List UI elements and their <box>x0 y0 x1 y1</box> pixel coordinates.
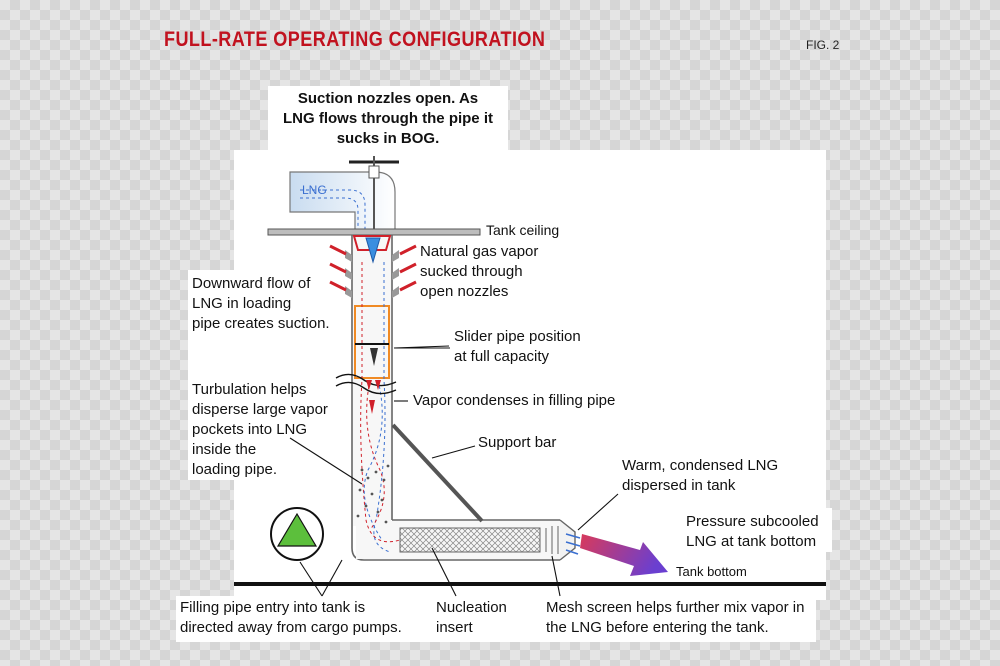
support-bar-label: Support bar <box>478 434 557 451</box>
nozzle-frame <box>352 235 392 251</box>
turbulation-label: Turbulation helps disperse large vapor p… <box>192 381 328 478</box>
tank-ceiling-label: Tank ceiling <box>486 222 560 238</box>
suction-caption-panel <box>268 86 508 152</box>
vapor-label: Natural gas vapor sucked through open no… <box>420 243 539 300</box>
tank-bottom-label: Tank bottom <box>676 564 747 579</box>
label-panel-bottom <box>176 596 816 642</box>
turbulation-dots <box>356 464 390 524</box>
slider-pipe-label: Slider pipe position at full capacity <box>454 328 581 365</box>
leader-lines <box>289 345 619 597</box>
nucleation-insert <box>399 527 541 553</box>
slider-pipe-frame <box>354 305 390 379</box>
label-panel-right <box>826 508 832 552</box>
cone-valve <box>365 237 381 264</box>
mesh-screen <box>545 526 559 554</box>
figure-number: FIG. 2 <box>806 38 840 52</box>
condenses-label: Vapor condenses in filling pipe <box>413 392 616 409</box>
suction-nozzles-left <box>329 244 352 298</box>
pipe-break-lines <box>335 373 397 395</box>
filling-pipe <box>351 235 576 561</box>
suction-caption: Suction nozzles open. As LNG flows throu… <box>283 90 493 147</box>
condensing-arrows <box>366 380 381 414</box>
nucleation-label: Nucleation insert <box>436 599 507 636</box>
page-title: FULL-RATE OPERATING CONFIGURATION <box>164 28 546 51</box>
outflow-streaks <box>565 533 581 555</box>
tank-ceiling <box>267 228 481 236</box>
lng-label: LNG <box>302 183 327 197</box>
green-triangle-icon <box>276 512 318 547</box>
mesh-screen-label: Mesh screen helps further mix vapor in t… <box>546 599 805 636</box>
downward-flow-label: Downward flow of LNG in loading pipe cre… <box>192 275 330 332</box>
label-panel-left <box>188 270 348 480</box>
pressure-label: Pressure subcooled LNG at tank bottom <box>686 513 819 550</box>
support-bar <box>391 423 484 523</box>
gradient-arrow-icon <box>580 534 668 576</box>
filling-pipe-label: Filling pipe entry into tank is directed… <box>180 599 402 636</box>
warm-lng-label: Warm, condensed LNG dispersed in tank <box>622 457 779 494</box>
suction-nozzles-right <box>392 244 417 298</box>
flow-lines <box>360 262 401 553</box>
